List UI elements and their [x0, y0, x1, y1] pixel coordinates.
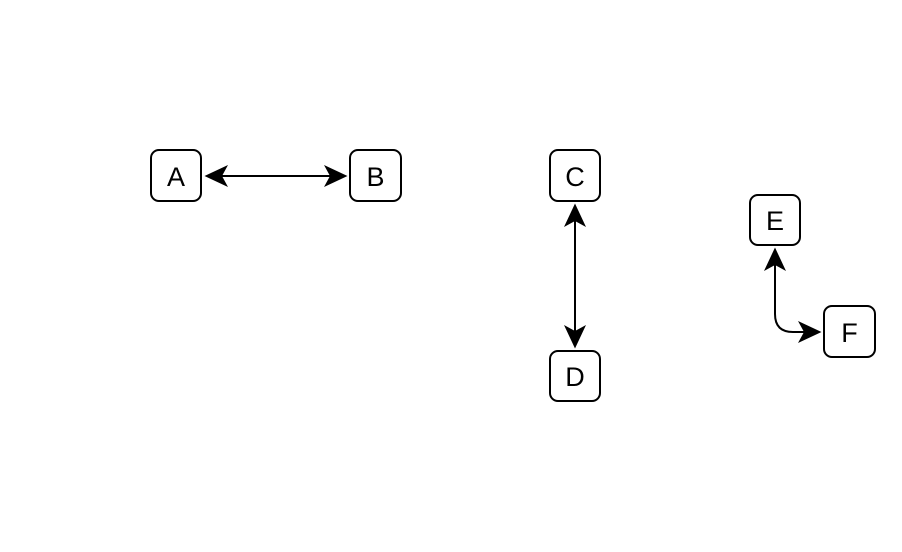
node-f[interactable]: F [823, 305, 876, 358]
node-d-label: D [565, 362, 585, 392]
edge-a-b[interactable] [204, 165, 348, 187]
node-b-label: B [366, 162, 384, 192]
edge-e-f[interactable] [764, 247, 822, 344]
node-a-label: A [167, 162, 185, 192]
node-c-shape [549, 149, 601, 202]
node-c[interactable]: C [549, 149, 601, 202]
node-e[interactable]: E [749, 194, 801, 246]
node-e-label: E [766, 206, 784, 236]
edge-c-d-arrowhead-start [564, 203, 586, 227]
node-b[interactable]: B [349, 149, 402, 202]
edge-a-b-arrowhead-end [324, 165, 348, 187]
node-b-shape [349, 149, 402, 202]
node-d[interactable]: D [549, 350, 601, 402]
node-a-shape [150, 149, 202, 202]
edge-e-f-arrowhead-end [798, 321, 822, 343]
node-d-shape [549, 350, 601, 402]
edge-e-f-curve [774, 258, 812, 333]
edge-a-b-arrowhead-start [204, 165, 228, 187]
edge-c-d[interactable] [564, 203, 586, 349]
node-a[interactable]: A [150, 149, 202, 202]
edge-c-d-arrowhead-end [564, 325, 586, 349]
node-f-label: F [841, 318, 858, 348]
node-e-shape [749, 194, 801, 246]
node-f-shape [823, 305, 876, 358]
edge-e-f-arrowhead-start [764, 247, 786, 271]
node-c-label: C [565, 162, 585, 192]
